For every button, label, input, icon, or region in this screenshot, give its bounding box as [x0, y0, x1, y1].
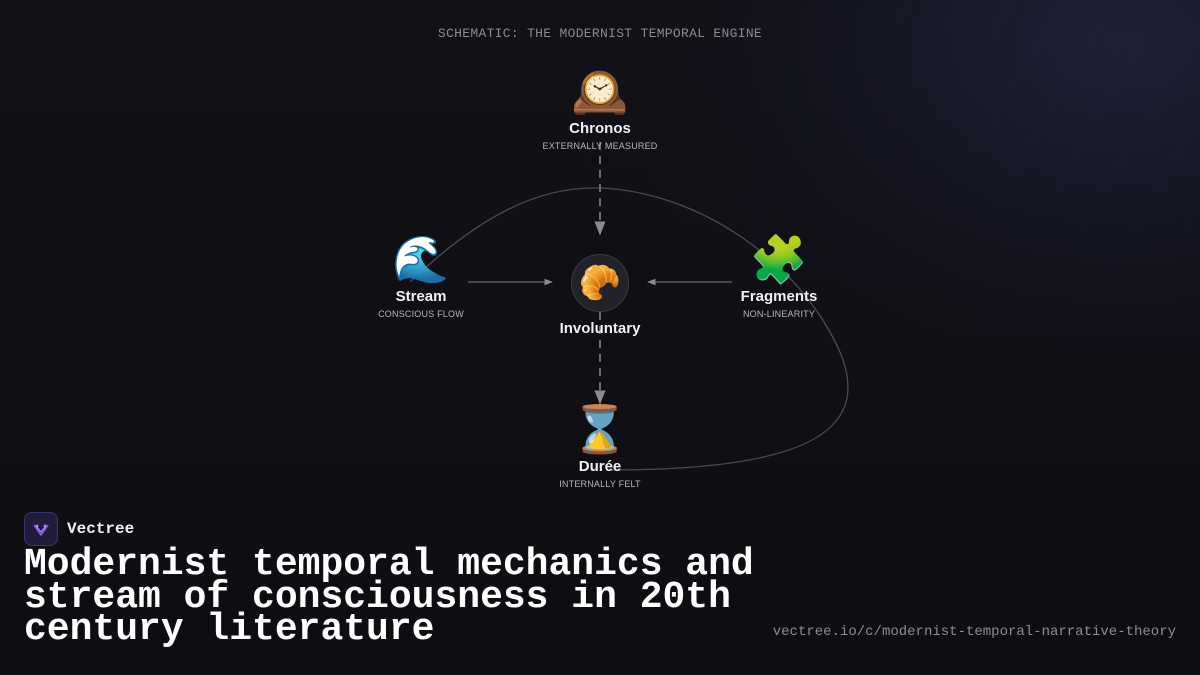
- node-fragments-sublabel: NON-LINEARITY: [742, 309, 816, 319]
- node-fragments-label: Fragments: [740, 288, 818, 305]
- node-involuntary-label: Involuntary: [559, 320, 641, 337]
- page-url[interactable]: vectree.io/c/modernist-temporal-narrativ…: [772, 624, 1176, 640]
- node-involuntary-emoji: 🥐: [578, 264, 622, 302]
- croissant-icon: 🥐: [571, 254, 629, 312]
- schematic-title: SCHEMATIC: THE MODERNIST TEMPORAL ENGINE: [437, 26, 763, 41]
- brand[interactable]: Vectree: [24, 512, 134, 546]
- curve-stream-fragments-duree: [409, 187, 849, 471]
- node-chronos-sublabel: EXTERNALLY MEASURED: [542, 141, 658, 151]
- node-chronos: 🕰️ Chronos EXTERNALLY MEASURED: [510, 64, 690, 151]
- node-stream-label: Stream: [395, 288, 447, 305]
- puzzle-piece-icon: 🧩: [750, 233, 808, 285]
- vectree-logo-icon: [24, 512, 58, 546]
- mantelpiece-clock-icon: 🕰️: [571, 65, 629, 117]
- page-headline: Modernist temporal mechanics and stream …: [24, 543, 754, 651]
- water-wave-icon: 🌊: [392, 233, 450, 285]
- node-chronos-label: Chronos: [569, 120, 631, 137]
- hourglass-icon: ⌛: [571, 403, 629, 455]
- brand-name: Vectree: [67, 520, 135, 538]
- node-duree: ⌛ Durée INTERNALLY FELT: [510, 402, 690, 489]
- node-involuntary: 🥐 Involuntary: [510, 254, 690, 337]
- node-duree-sublabel: INTERNALLY FELT: [559, 479, 641, 489]
- node-fragments: 🧩 Fragments NON-LINEARITY: [689, 232, 869, 319]
- node-stream: 🌊 Stream CONSCIOUS FLOW: [331, 232, 511, 319]
- node-duree-label: Durée: [578, 458, 622, 475]
- node-stream-sublabel: CONSCIOUS FLOW: [378, 309, 464, 319]
